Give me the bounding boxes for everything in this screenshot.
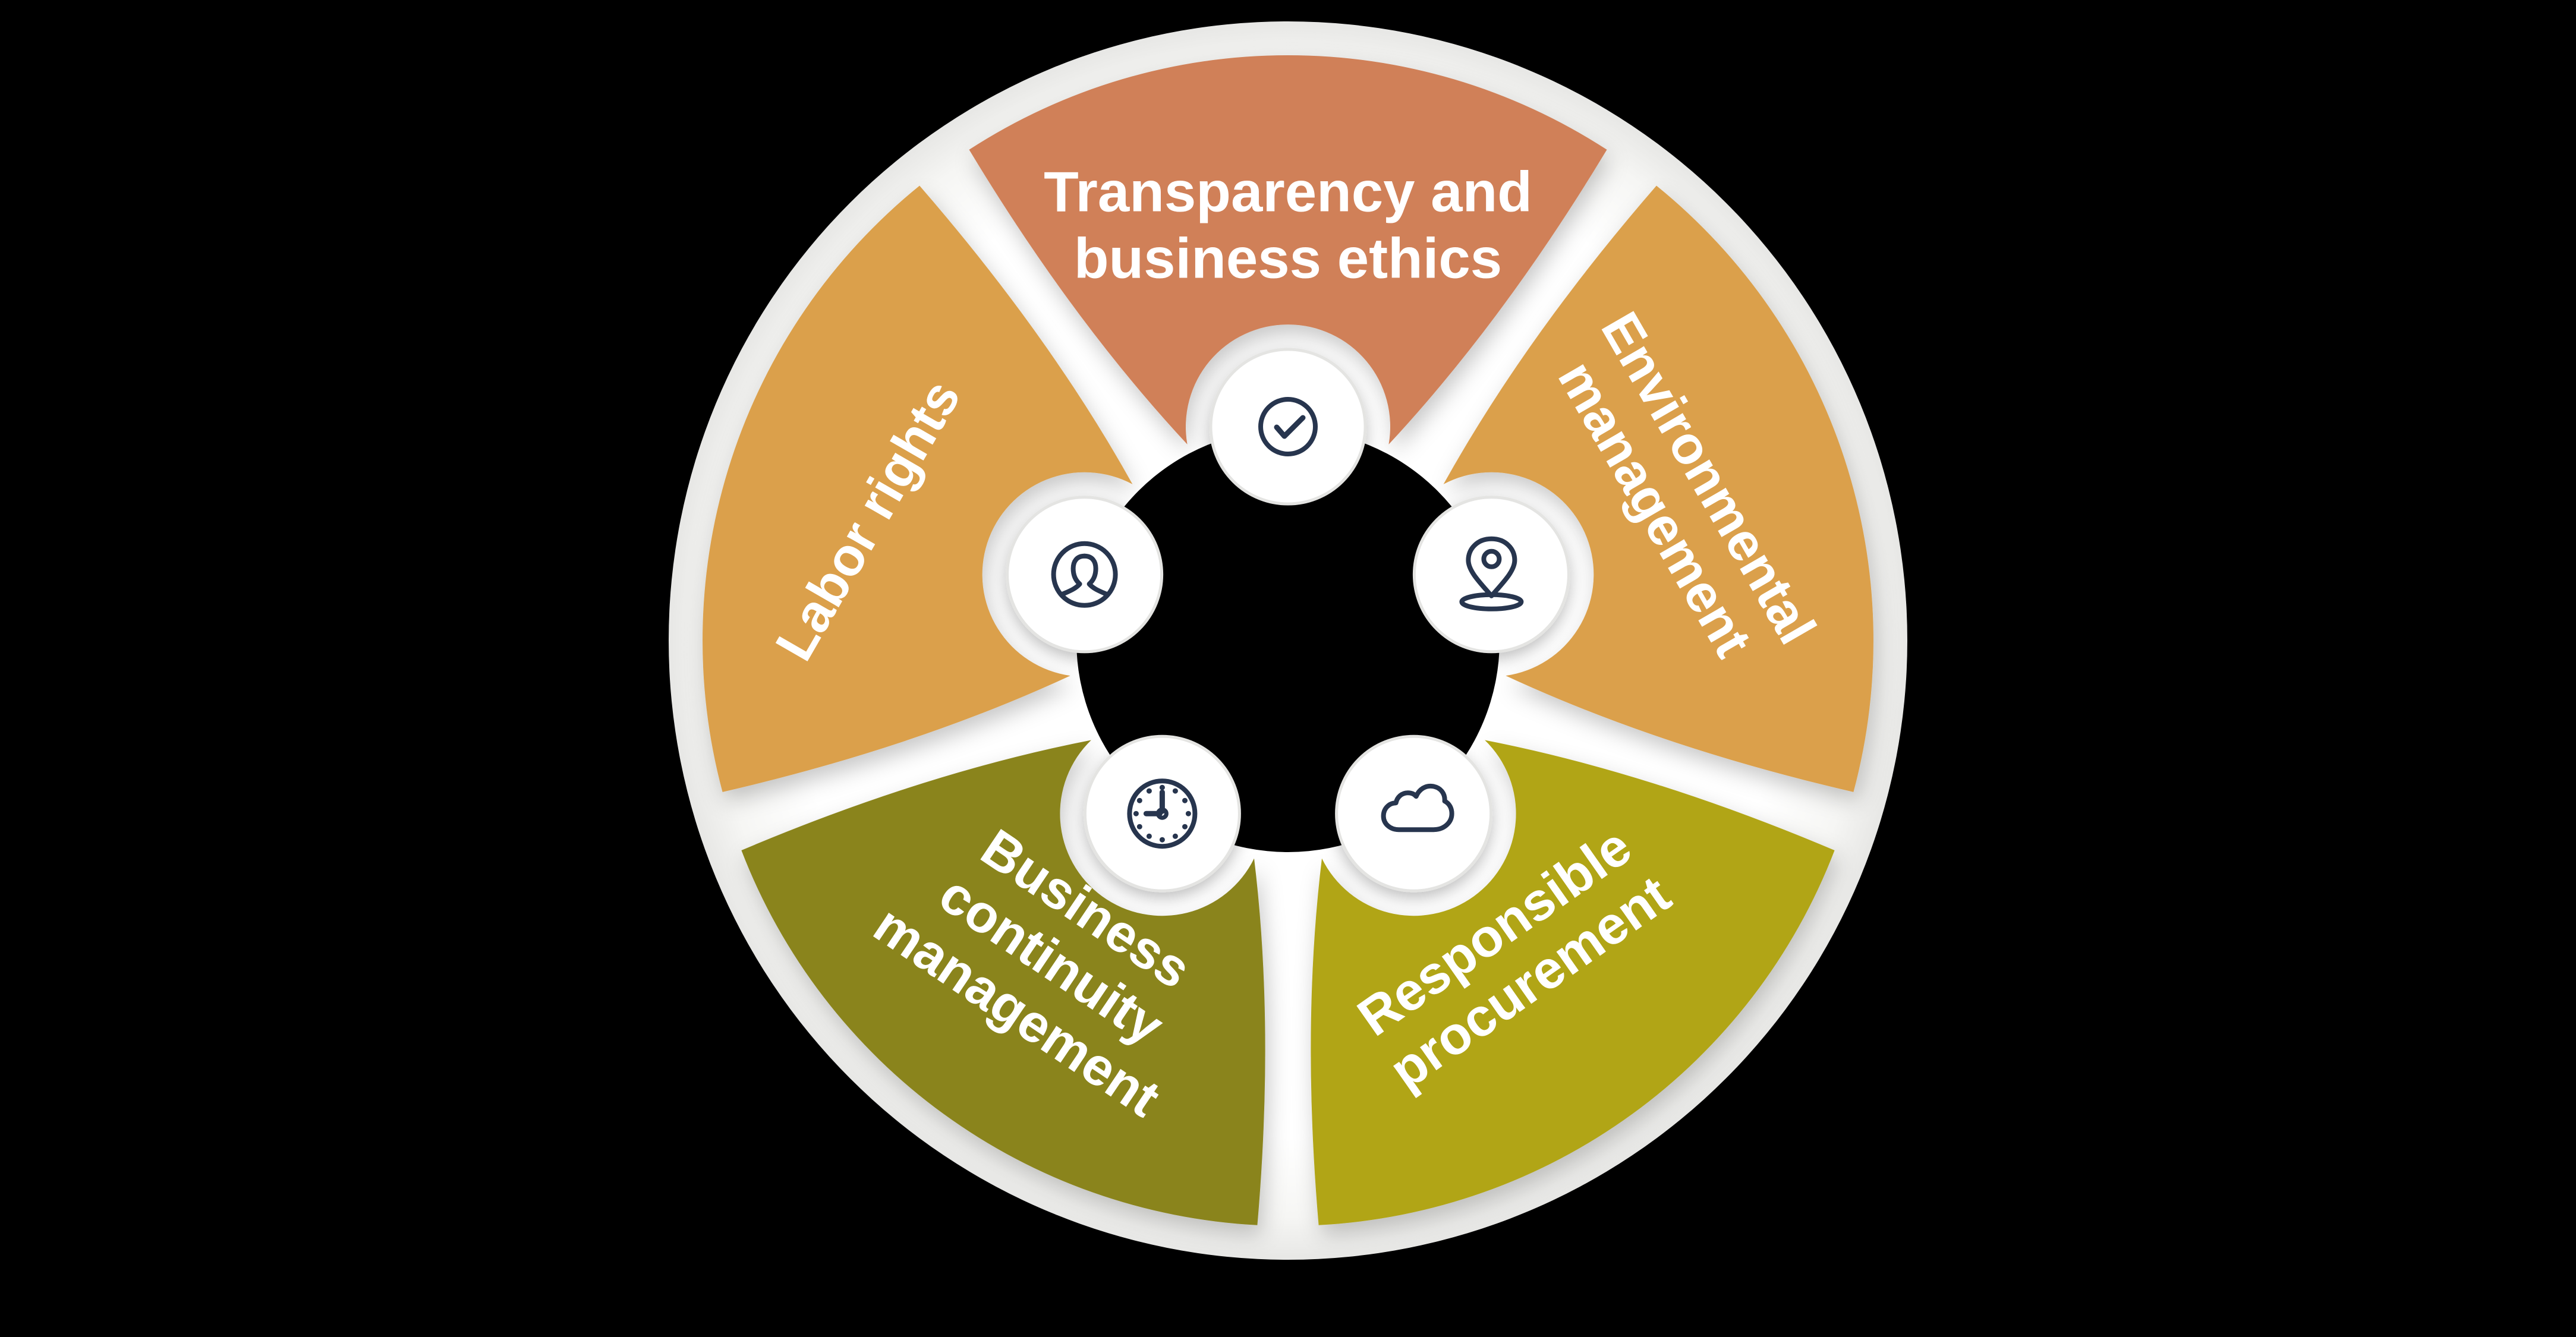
icon-badge-circle xyxy=(1412,496,1570,654)
segment-environmental-management xyxy=(1443,185,1873,792)
segment-business-continuity-management xyxy=(741,740,1265,1225)
icon-badge xyxy=(1412,496,1570,654)
cloud-icon xyxy=(1381,783,1454,833)
segment-transparency-and-business-ethics xyxy=(969,55,1607,444)
segments-group xyxy=(703,55,1873,1225)
segment-responsible-procurement xyxy=(1311,740,1835,1225)
icon-badge-circle xyxy=(1335,734,1493,893)
icon-badge-circle xyxy=(1209,348,1367,506)
check-circle-icon xyxy=(1258,397,1318,456)
icon-badge xyxy=(1209,348,1367,506)
clock-icon xyxy=(1127,778,1198,849)
icon-badges-group xyxy=(1006,348,1570,893)
person-icon xyxy=(1051,541,1118,608)
location-pin-icon xyxy=(1459,536,1524,611)
icon-badge-circle xyxy=(1006,496,1164,654)
segment-labor-rights xyxy=(703,185,1133,792)
icon-badge xyxy=(1335,734,1493,893)
icon-badge xyxy=(1083,734,1241,893)
icon-badge xyxy=(1006,496,1164,654)
